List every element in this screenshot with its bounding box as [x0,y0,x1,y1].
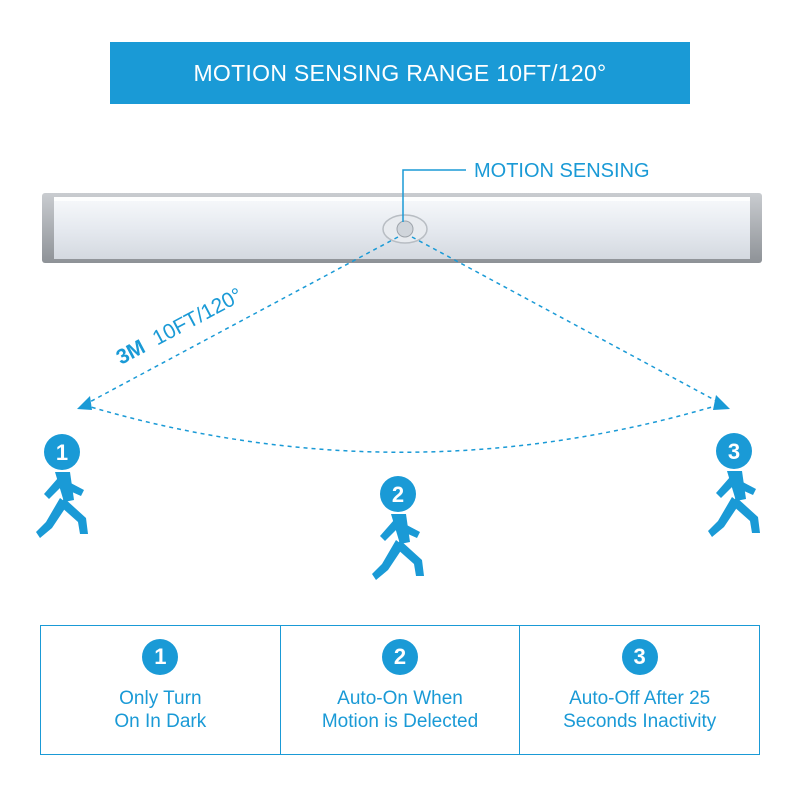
walker-number-1: 1 [56,440,68,465]
svg-text:3M 10FT/120°: 3M 10FT/120° [113,284,247,370]
feature-text: Auto-On When Motion is Delected [322,687,478,733]
feature-number-badge: 1 [142,639,179,675]
banner-title: MOTION SENSING RANGE 10FT/120° [193,59,607,86]
walker-2: 2 [372,476,424,580]
feature-line: Motion is Delected [321,711,479,732]
feature-text: Only Turn On In Dark [114,687,206,733]
feature-number-badge: 3 [621,639,658,675]
feature-line: On In Dark [114,711,207,732]
walker-1: 1 [36,434,88,538]
title-banner: MOTION SENSING RANGE 10FT/120° [110,42,690,104]
range-label: 3M 10FT/120° [113,284,247,370]
feature-line: Seconds Inactivity [563,711,717,732]
walker-number-3: 3 [728,439,740,464]
range-label-bold: 3M [113,335,150,369]
feature-box-3: 3 Auto-Off After 25 Seconds Inactivity [520,626,759,754]
range-label-rest: 10FT/120° [149,284,247,350]
sensor-icon [382,214,428,244]
walker-number-2: 2 [392,482,404,507]
feature-text: Auto-Off After 25 Seconds Inactivity [563,687,716,733]
sensing-range [83,236,723,453]
sensor-callout-line [402,169,466,222]
right-arrow-icon [713,395,730,410]
left-arrow-icon [77,396,92,410]
walker-3: 3 [708,433,760,537]
feature-box-2: 2 Auto-On When Motion is Delected [281,626,521,754]
feature-number-badge: 2 [382,639,418,675]
feature-box-1: 1 Only Turn On In Dark [41,626,281,754]
feature-line: Auto-On When [337,688,463,709]
feature-boxes: 1 Only Turn On In Dark 2 Auto-On When Mo… [40,625,760,755]
feature-line: Only Turn [119,688,202,709]
feature-line: Auto-Off After 25 [569,688,711,709]
sensor-label: MOTION SENSING [474,160,650,182]
